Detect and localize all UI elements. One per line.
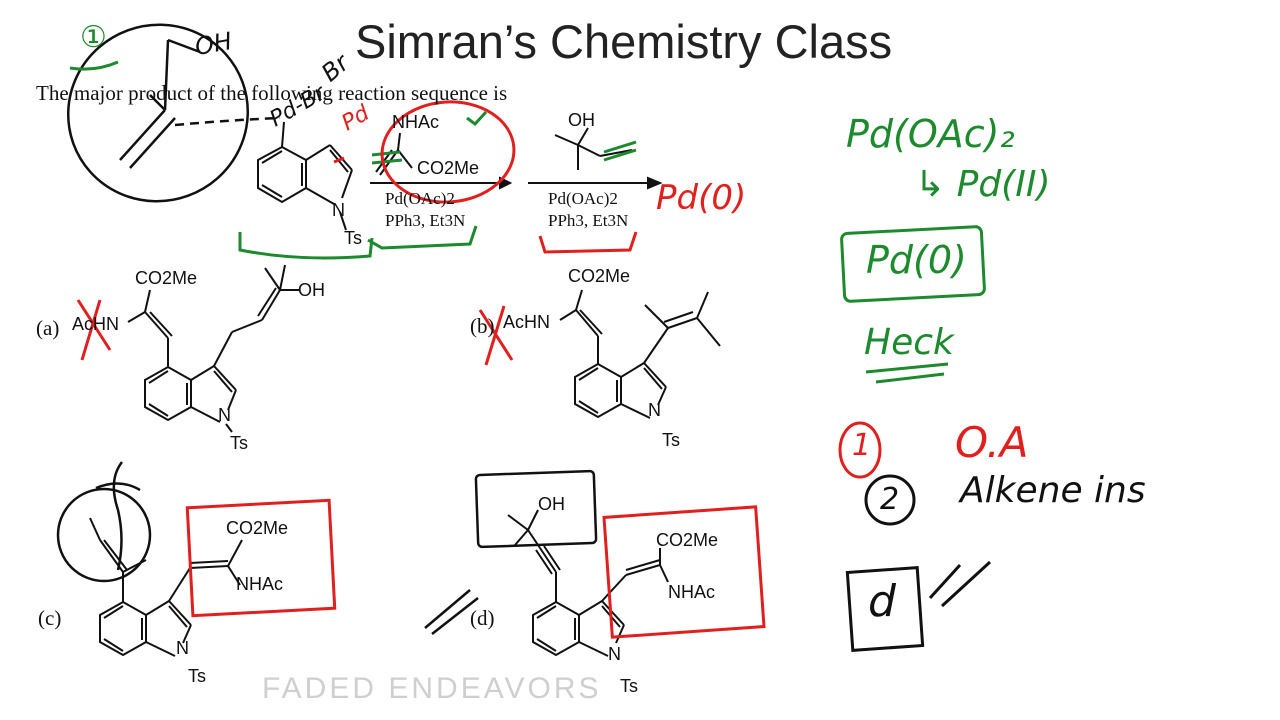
option-d-label: (d) (470, 606, 495, 630)
step1-reagent-1: Pd(OAc)2 (385, 189, 455, 208)
option-c-nhac: NHAc (236, 574, 284, 594)
option-d-nhac: NHAc (668, 582, 716, 602)
note-answer-d: d (868, 576, 896, 627)
option-b-label: (b) (470, 314, 495, 338)
option-a-ts: Ts (230, 433, 248, 453)
note-heck: Heck (864, 322, 954, 363)
reagent2-structure (554, 127, 633, 170)
option-c-ts: Ts (188, 666, 206, 686)
option-b-structure (559, 289, 721, 419)
option-a-achn: AcHN (72, 314, 120, 334)
option-c-structure (89, 517, 243, 657)
reagent1-co2me: CO2Me (417, 158, 480, 178)
option-a-label: (a) (36, 316, 60, 340)
step1-reagent-2: PPh3, Et3N (385, 211, 466, 230)
option-d-oh: OH (538, 494, 565, 514)
option-d-n: N (608, 644, 621, 664)
annotation-red-marks (76, 100, 766, 639)
question-text: The major product of the following react… (36, 81, 508, 105)
annotation-pd0-red: Pd(0) (656, 178, 747, 218)
note-pd0-boxed: Pd(0) (866, 238, 967, 282)
option-b-achn: AcHN (503, 312, 551, 332)
option-b-co2me: CO2Me (568, 266, 631, 286)
step2-reagent-1: Pd(OAc)2 (548, 189, 618, 208)
note-pd-oac2: Pd(OAc)₂ (846, 112, 1015, 156)
option-c-n: N (176, 638, 189, 658)
reagent1-nhac: NHAc (392, 112, 440, 132)
annotation-circled-one: ① (80, 20, 107, 55)
annotation-right-notes-shapes (838, 225, 992, 652)
reactant-indole-structure (257, 121, 353, 231)
note-pd-ii: ↳ Pd(II) (915, 164, 1051, 205)
option-b-n: N (648, 400, 661, 420)
reagent2-oh: OH (568, 110, 595, 130)
option-c-co2me: CO2Me (226, 518, 289, 538)
option-a-co2me: CO2Me (135, 268, 198, 288)
option-c-label: (c) (38, 606, 62, 630)
note-oxidative-addition: O.A (955, 418, 1029, 467)
annotation-green-marks (69, 60, 637, 260)
note-alkene-insertion: Alkene ins (960, 470, 1146, 511)
note-step1-number: 1 (852, 428, 872, 463)
reactant-ts: Ts (344, 228, 362, 248)
reactant-n: N (332, 200, 345, 220)
option-a-oh: OH (298, 280, 325, 300)
option-a-n: N (218, 405, 231, 425)
annotation-black-boxes (56, 461, 598, 635)
watermark-text: FADED ENDEAVORS (262, 672, 602, 705)
annotation-black-ellipse (66, 23, 281, 203)
note-step2-number: 2 (880, 482, 900, 517)
option-d-co2me: CO2Me (656, 530, 719, 550)
option-a-structure (127, 264, 300, 433)
option-d-ts: Ts (620, 676, 638, 696)
step2-reagent-2: PPh3, Et3N (548, 211, 629, 230)
page-title: Simran’s Chemistry Class (355, 15, 893, 68)
option-b-ts: Ts (662, 430, 680, 450)
reaction-arrows (370, 176, 663, 190)
